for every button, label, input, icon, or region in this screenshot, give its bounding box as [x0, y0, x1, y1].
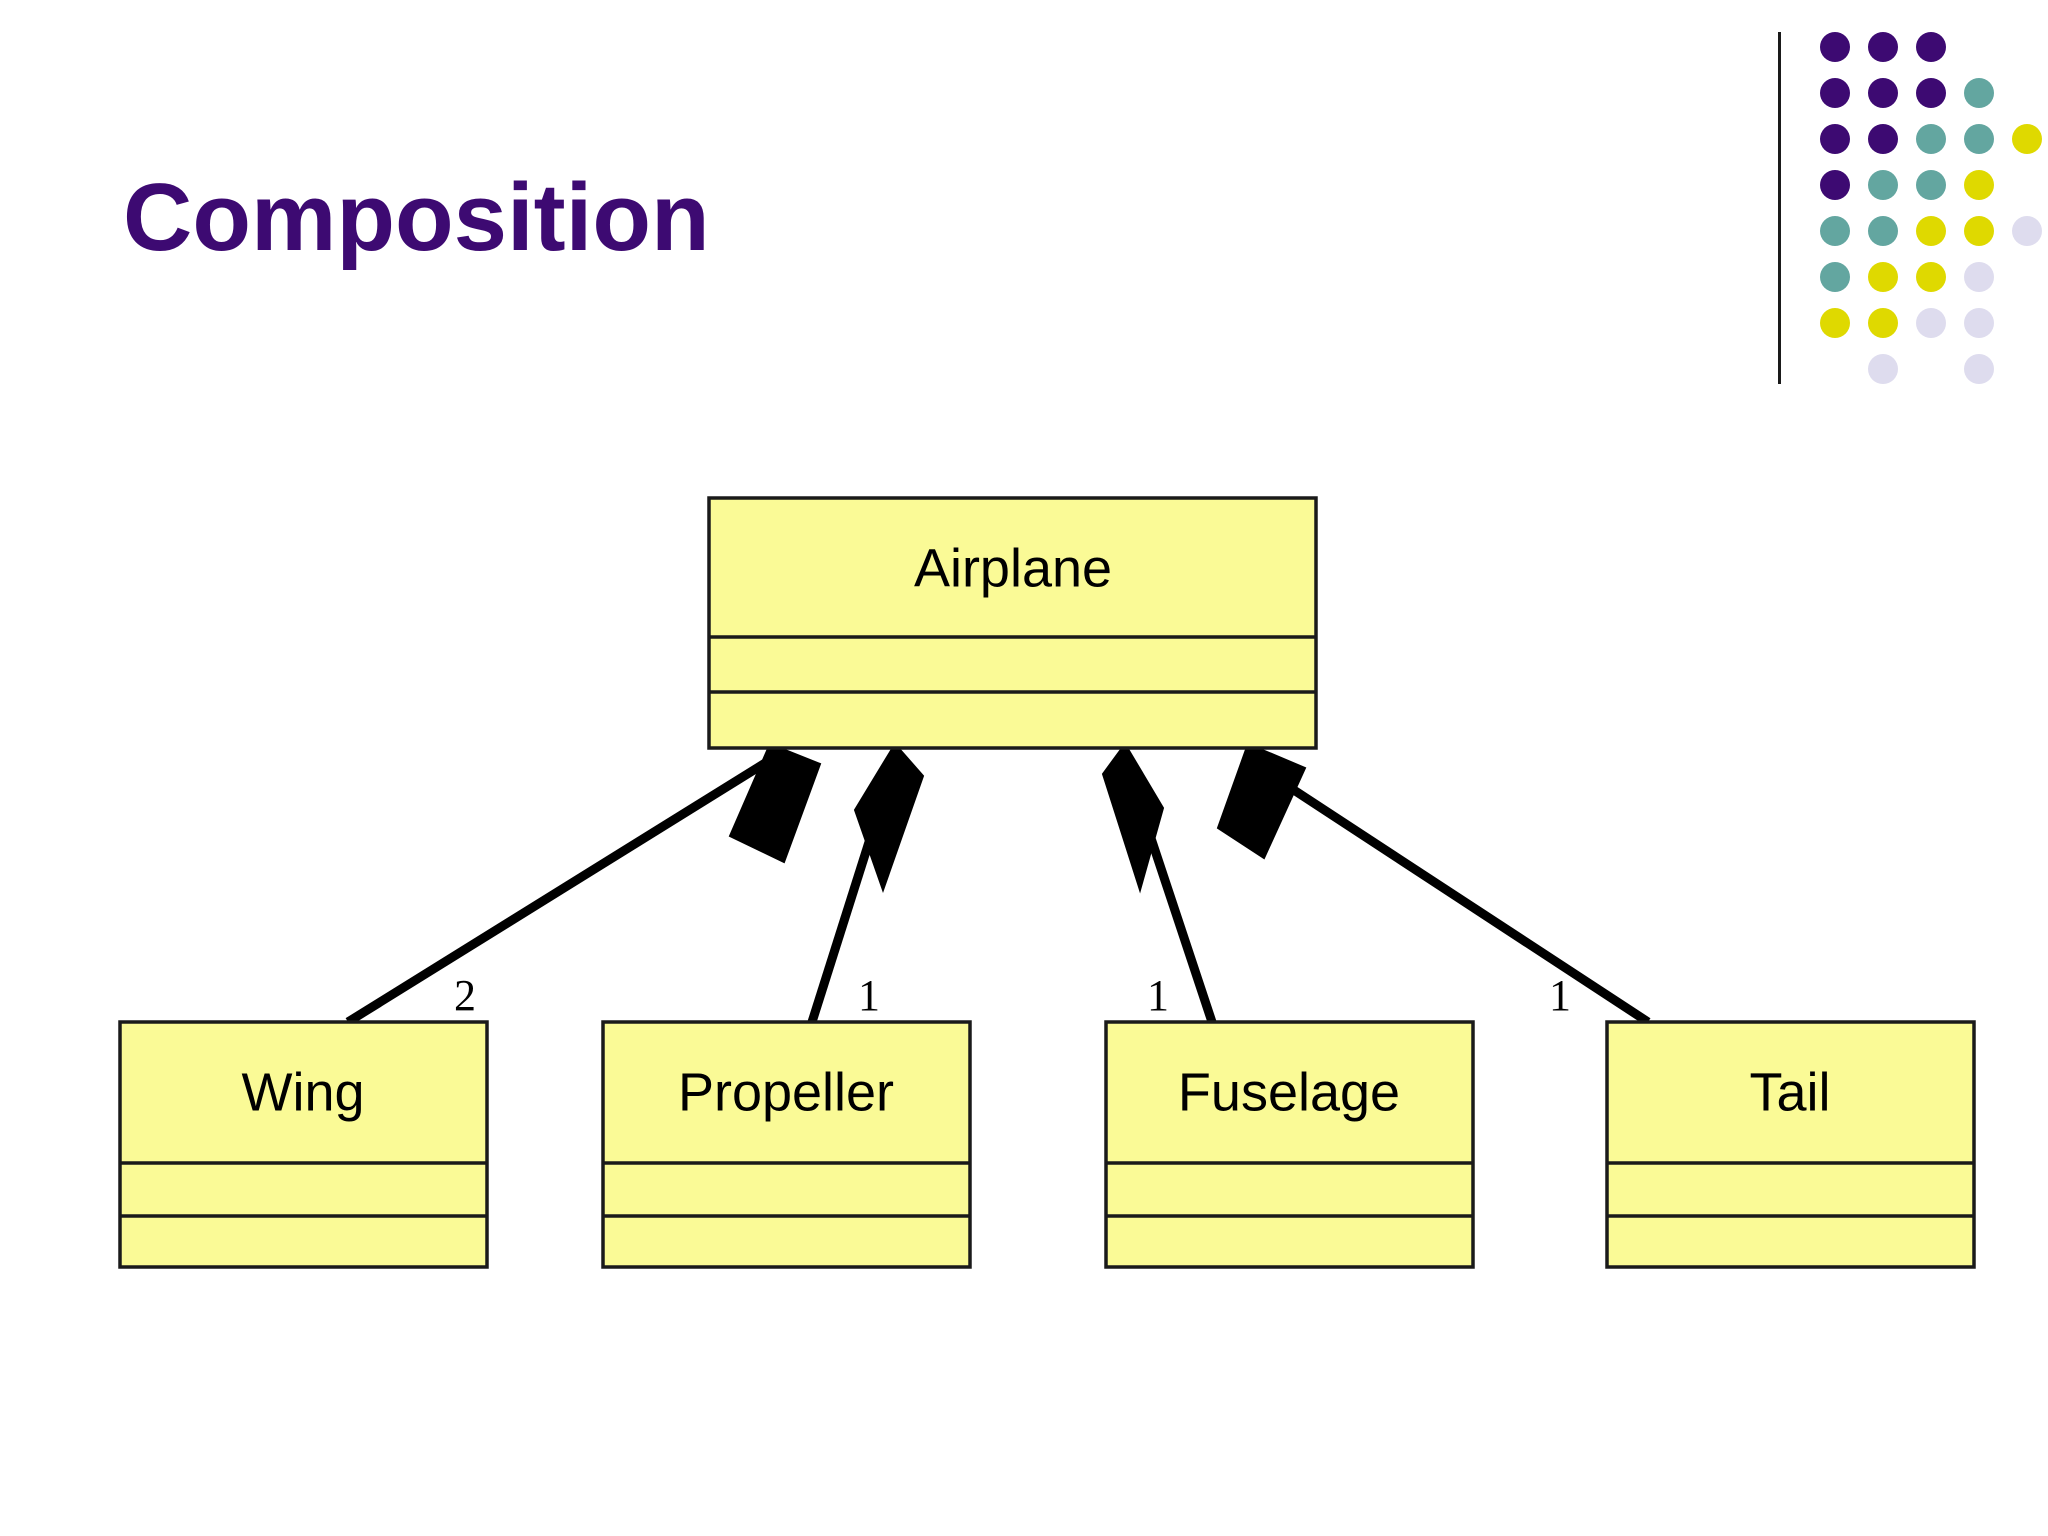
class-name-tail: Tail: [1749, 1062, 1830, 1122]
logo-dot-yellow: [1964, 170, 1994, 200]
class-name-fuselage: Fuselage: [1178, 1062, 1400, 1122]
assoc-line-wing: [345, 756, 773, 1026]
logo-dot-yellow: [1868, 308, 1898, 338]
class-box-tail-frame: [1605, 1020, 1976, 1269]
logo-dot-lavender: [1868, 354, 1898, 384]
logo-dot-yellow: [2012, 124, 2042, 154]
logo-dot-purple: [1820, 32, 1850, 62]
logo-dot-teal: [1964, 78, 1994, 108]
multiplicity-propeller: 1: [858, 971, 880, 1020]
logo-dot-teal: [1868, 170, 1898, 200]
logo-dot-purple: [1868, 124, 1898, 154]
logo-dot-purple: [1820, 170, 1850, 200]
logo-dot-teal: [1916, 170, 1946, 200]
logo-dot-lavender: [1916, 308, 1946, 338]
composition-diamond-propeller: [853, 742, 925, 894]
logo-dot-purple: [1916, 78, 1946, 108]
class-box-propeller[interactable]: Propeller: [601, 1020, 972, 1269]
logo-dot-yellow: [1964, 216, 1994, 246]
class-box-tail[interactable]: Tail: [1605, 1020, 1976, 1269]
logo-dot-purple: [1820, 78, 1850, 108]
class-box-wing-frame: [118, 1020, 489, 1269]
class-box-airplane[interactable]: Airplane: [707, 496, 1318, 750]
logo-dot-yellow: [1916, 216, 1946, 246]
page-title: Composition: [123, 164, 710, 271]
logo-dot-lavender: [1964, 262, 1994, 292]
brand-logo: [1772, 24, 2048, 394]
class-box-fuselage[interactable]: Fuselage: [1104, 1020, 1475, 1269]
logo-dot-yellow: [1916, 262, 1946, 292]
logo-dot-teal: [1868, 216, 1898, 246]
class-box-wing[interactable]: Wing: [118, 1020, 489, 1269]
logo-dot-purple: [1868, 78, 1898, 108]
class-name-wing: Wing: [241, 1062, 364, 1122]
logo-dot-purple: [1868, 32, 1898, 62]
assoc-line-tail: [1245, 756, 1651, 1026]
logo-dot-lavender: [2012, 216, 2042, 246]
logo-dot-yellow: [1820, 308, 1850, 338]
logo-dot-purple: [1820, 124, 1850, 154]
association-lines: [345, 756, 1651, 1026]
logo-dot-teal: [1964, 124, 1994, 154]
class-name-propeller: Propeller: [678, 1062, 894, 1122]
class-box-propeller-frame: [601, 1020, 972, 1269]
multiplicity-fuselage: 1: [1147, 971, 1169, 1020]
class-name-airplane: Airplane: [914, 538, 1112, 598]
class-box-airplane-frame: [707, 496, 1318, 750]
logo-divider-rule: [1778, 32, 1781, 384]
logo-dot-yellow: [1868, 262, 1898, 292]
logo-dot-lavender: [1964, 308, 1994, 338]
logo-dot-teal: [1820, 262, 1850, 292]
logo-dot-teal: [1820, 216, 1850, 246]
logo-dot-lavender: [1964, 354, 1994, 384]
composition-diamond-wing: [728, 742, 822, 864]
logo-dot-purple: [1916, 32, 1946, 62]
multiplicity-tail: 1: [1549, 971, 1571, 1020]
composition-diamond-fuselage: [1101, 742, 1165, 894]
composition-diamonds: [728, 742, 1307, 894]
class-box-fuselage-frame: [1104, 1020, 1475, 1269]
composition-diamond-tail: [1216, 742, 1307, 860]
logo-dot-teal: [1916, 124, 1946, 154]
multiplicity-wing: 2: [454, 971, 476, 1020]
